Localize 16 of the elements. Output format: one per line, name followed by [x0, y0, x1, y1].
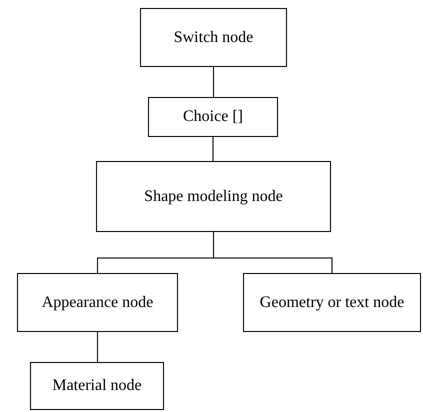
process-box: [17, 273, 178, 332]
node-label: Appearance node: [42, 292, 154, 312]
connector-line: [213, 66, 214, 98]
process-box: [30, 362, 164, 410]
node-label: Shape modeling node: [144, 186, 283, 206]
process-box: [140, 8, 287, 67]
node-label: Material node: [52, 376, 142, 396]
connector-line: [213, 232, 332, 274]
node-label: Geometry or text node: [260, 292, 404, 312]
process-box: [148, 97, 278, 137]
node-label: Choice []: [183, 107, 243, 127]
process-box: [96, 161, 331, 232]
process-box: [243, 273, 421, 332]
node-label: Switch node: [174, 28, 254, 48]
connector-line: [212, 136, 214, 162]
connector-line: [97, 332, 98, 362]
